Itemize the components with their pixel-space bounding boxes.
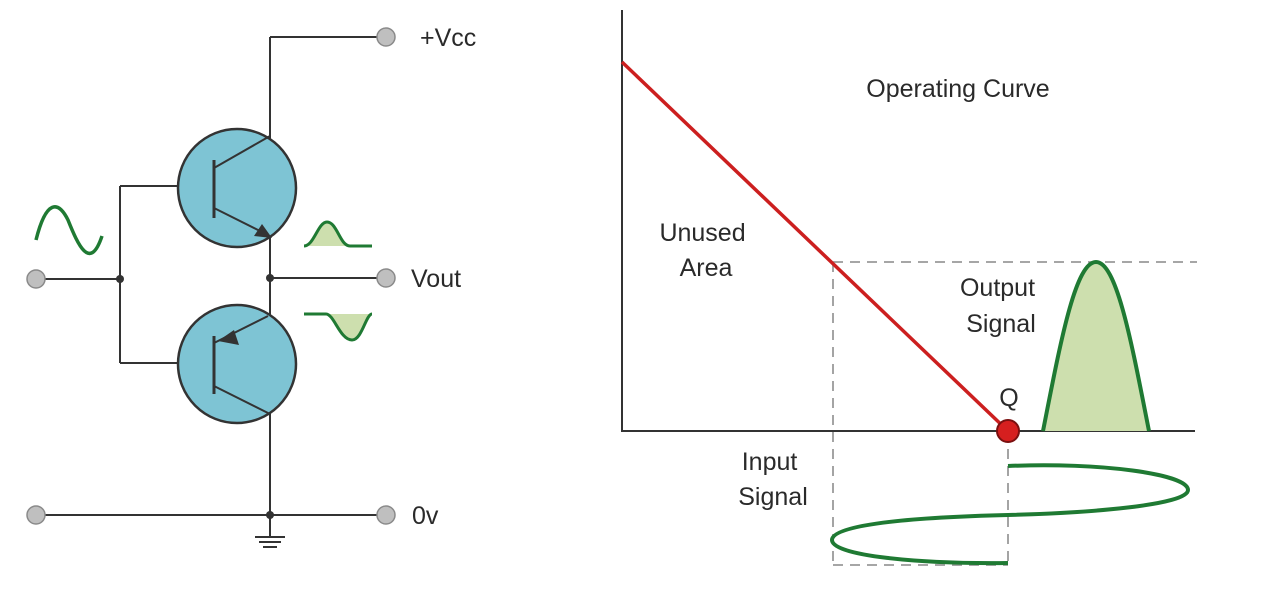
unused-area-label: Unused Area <box>659 219 752 282</box>
ground-symbol <box>255 536 285 548</box>
ground-right-terminal <box>376 505 396 525</box>
operating-curve-line <box>620 60 1010 433</box>
output-signal-waveform <box>1041 259 1151 432</box>
circuit-wires <box>36 36 386 537</box>
positive-half-cycle-signal <box>303 220 372 248</box>
vout-label: Vout <box>411 265 461 293</box>
ground-label: 0v <box>412 502 439 530</box>
npn-emitter-arrow <box>254 224 272 238</box>
output-signal-label: Output Signal <box>960 274 1042 338</box>
q-point-label: Q <box>999 384 1018 412</box>
input-signal-label: Input Signal <box>738 448 808 511</box>
negative-half-cycle-signal <box>304 312 373 342</box>
input-signal-waveform <box>829 463 1191 566</box>
push-pull-circuit: +Vcc Vout 0v <box>26 24 476 548</box>
vcc-wire <box>269 36 386 144</box>
graph-title: Operating Curve <box>866 75 1049 103</box>
input-sine-wave <box>34 205 104 255</box>
q-point-marker <box>996 419 1020 443</box>
pnp-transistor <box>176 303 298 425</box>
vcc-label: +Vcc <box>420 24 476 52</box>
ground-left-terminal <box>26 505 46 525</box>
npn-transistor <box>176 127 298 249</box>
vcc-terminal <box>376 27 396 47</box>
terminals <box>26 27 396 525</box>
pnp-emitter-arrow <box>218 330 239 345</box>
junction-dots <box>116 274 274 519</box>
vout-terminal <box>376 268 396 288</box>
operating-curve-graph: Operating Curve Unused Area Output Signa… <box>620 10 1197 566</box>
input-terminal <box>26 269 46 289</box>
